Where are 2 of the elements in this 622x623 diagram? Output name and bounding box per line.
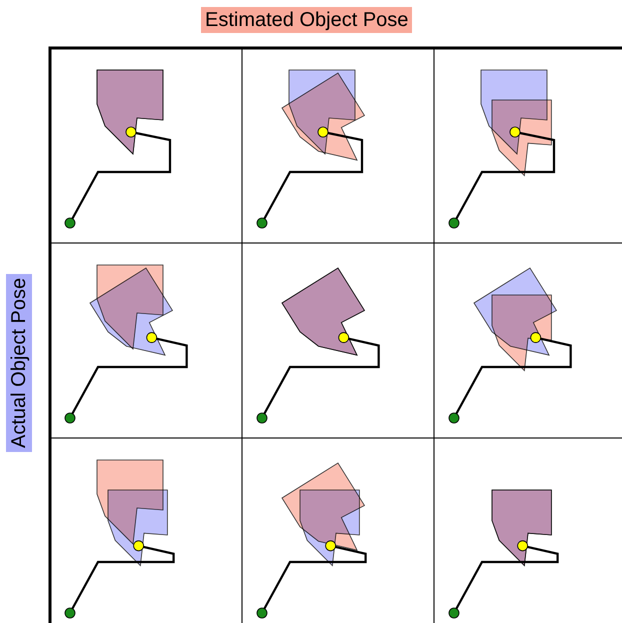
row-axis-label: Actual Object Pose <box>6 274 32 452</box>
column-axis-label: Estimated Object Pose <box>201 7 412 33</box>
